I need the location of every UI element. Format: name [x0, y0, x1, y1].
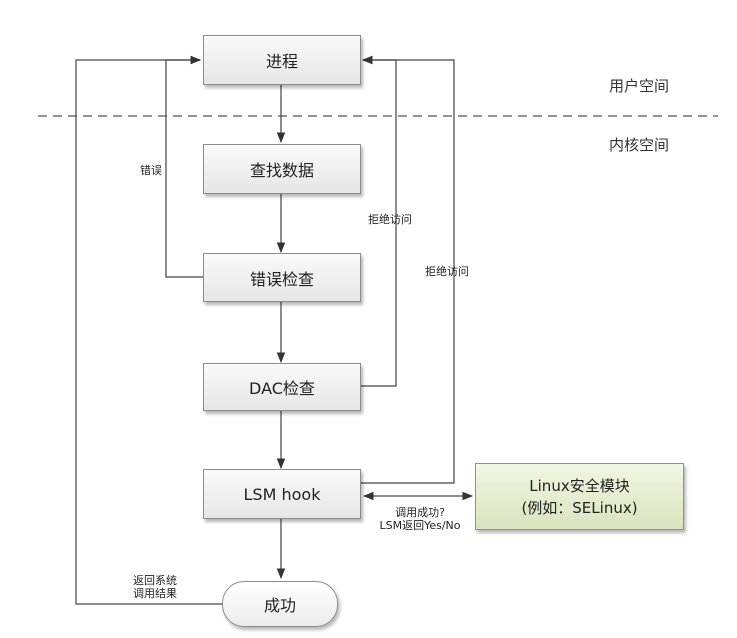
node-success: 成功 [222, 581, 338, 627]
node-lookup-label: 查找数据 [249, 161, 314, 180]
node-lookup: 查找数据 [203, 144, 361, 194]
edge-label-deny-lsm: 拒绝访问 [425, 265, 469, 278]
edge-label-error: 错误 [140, 164, 162, 177]
edge-label-deny-dac: 拒绝访问 [368, 213, 412, 226]
node-lsm-module: Linux安全模块 (例如：SELinux) [475, 463, 684, 530]
node-success-label: 成功 [263, 596, 296, 615]
user-space-label: 用户空间 [609, 77, 670, 95]
node-process: 进程 [203, 35, 361, 85]
node-error-check: 错误检查 [203, 253, 361, 302]
edge-label-call-success: 调用成功? LSM返回Yes/No [367, 506, 473, 532]
node-lsm-hook-label: LSM hook [243, 484, 321, 504]
node-process-label: 进程 [265, 52, 298, 71]
arrow-deny-lsm-loop [361, 55, 455, 484]
edge-label-return: 返回系统 调用结果 [120, 574, 190, 600]
edge-label-call-success-line2: LSM返回Yes/No [379, 519, 461, 532]
arrow-return-loop [75, 55, 222, 605]
node-lsm-module-line1: Linux安全模块 [529, 476, 630, 495]
kernel-space-label: 内核空间 [609, 136, 670, 154]
node-lsm-hook: LSM hook [203, 469, 361, 519]
edge-label-return-line2: 调用结果 [133, 587, 177, 600]
edge-label-call-success-line1: 调用成功? [395, 506, 445, 519]
node-error-check-label: 错误检查 [249, 269, 314, 289]
node-lsm-module-line2: (例如：SELinux) [521, 498, 638, 517]
arrow-error-loop [165, 55, 203, 278]
node-dac-check-label: DAC检查 [249, 379, 315, 398]
node-dac-check: DAC检查 [203, 363, 361, 411]
edge-label-return-line1: 返回系统 [133, 574, 177, 587]
